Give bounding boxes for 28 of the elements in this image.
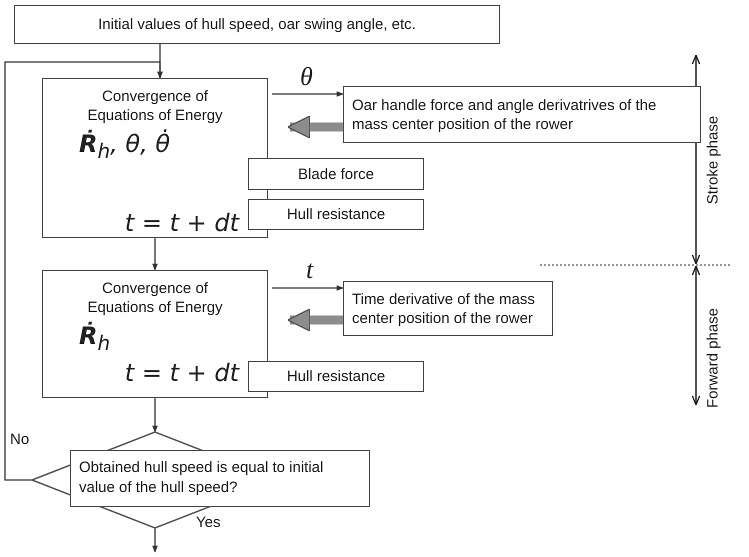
block-arrow bbox=[287, 115, 343, 139]
decision-diamond bbox=[32, 432, 370, 528]
phase-label: Stroke phase bbox=[704, 116, 722, 204]
arrow bbox=[4, 61, 163, 481]
process-box bbox=[42, 270, 268, 398]
decision-text: Obtained hull speed is equal to initial value of the hull speed? bbox=[70, 450, 370, 507]
process-box: Oar handle force and angle derivatrives of the mass center position of the rower bbox=[343, 86, 701, 143]
process-box bbox=[42, 78, 268, 238]
arrow bbox=[272, 91, 344, 97]
process-title: Convergence of Equations of Energy bbox=[86, 87, 224, 125]
process-title: Convergence of Equations of Energy bbox=[86, 279, 224, 317]
arrow bbox=[152, 238, 158, 271]
edge-label: No bbox=[10, 432, 30, 447]
formula: Ṙ$_{h}$ bbox=[79, 321, 112, 357]
formula: Ṙ$_{h}$, θ, θ̇ bbox=[79, 129, 172, 165]
phase-label: Forward phase bbox=[704, 308, 722, 408]
block-arrow bbox=[287, 308, 343, 332]
process-box: Blade force bbox=[248, 158, 424, 190]
arrow bbox=[152, 528, 158, 553]
process-box: Hull resistance bbox=[248, 199, 424, 230]
process-box: Initial values of hull speed, oar swing angle, etc. bbox=[14, 5, 500, 44]
arrow bbox=[152, 398, 158, 433]
formula: t = t + dt bbox=[124, 358, 241, 388]
process-box: Time derivative of the mass center position of the rower bbox=[343, 281, 553, 336]
edge-label: Yes bbox=[196, 515, 220, 530]
process-box: Hull resistance bbox=[248, 361, 424, 392]
formula: t = t + dt bbox=[124, 208, 241, 238]
arrow bbox=[272, 285, 344, 291]
